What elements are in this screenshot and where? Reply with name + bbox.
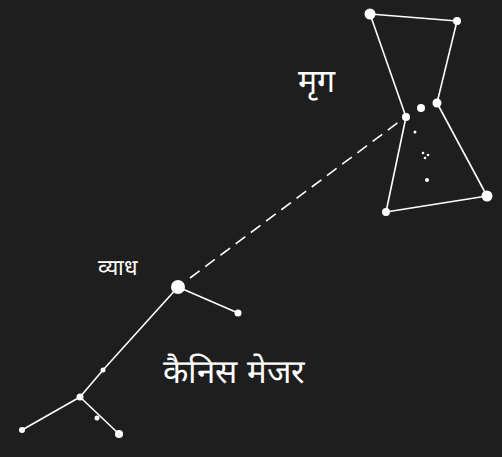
constellation-name: कैनिस मेजर <box>163 354 306 390</box>
constellation-name: मृग <box>298 64 335 99</box>
constellation-lines <box>22 14 487 434</box>
star-name: व्याध <box>98 256 138 280</box>
pointer-dashed-line <box>190 121 400 278</box>
stars <box>19 9 493 439</box>
